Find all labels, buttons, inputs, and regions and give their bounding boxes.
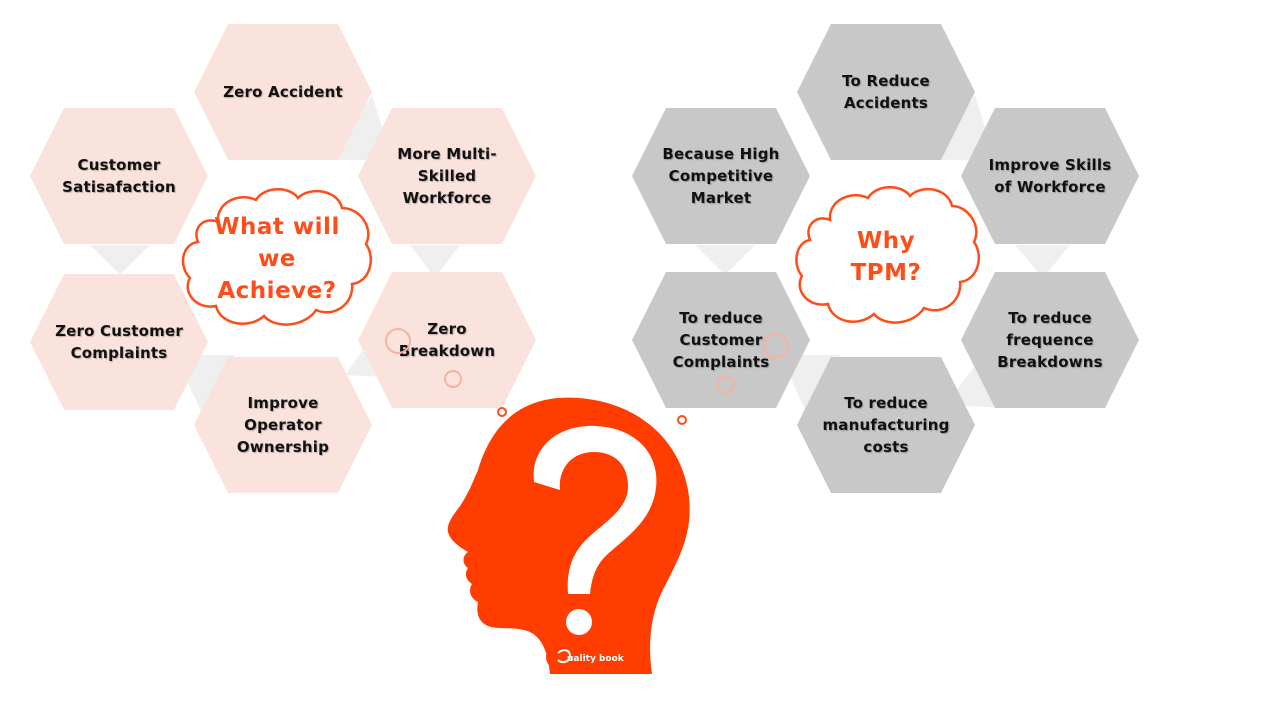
hex-label: Zero Customer Complaints [52,274,186,410]
thinking-head-icon [438,390,698,680]
hex-label: Improve Operator Ownership [216,357,350,493]
hex-operator-ownership: Improve Operator Ownership [194,357,372,493]
hex-reduce-accidents: To Reduce Accidents [797,24,975,160]
hex-reduce-costs: To reduce manufacturing costs [797,357,975,493]
cloud-line: Why [857,225,915,257]
hex-zero-accident: Zero Accident [194,24,372,160]
hex-label: Because High Competitive Market [654,108,788,244]
hex-reduce-breakdowns: To reduce frequence Breakdowns [961,272,1139,408]
hex-label: To reduce manufacturing costs [819,357,953,493]
hex-competitive-market: Because High Competitive Market [632,108,810,244]
hex-label: Improve Skills of Workforce [983,108,1117,244]
hex-label: Zero Breakdown [380,272,514,408]
thought-cloud-right: Why TPM? [792,184,980,330]
hex-label: To Reduce Accidents [819,24,953,160]
hex-label: To reduce Customer Complaints [654,272,788,408]
hex-label: Customer Satisafaction [52,108,186,244]
hex-zero-breakdown: Zero Breakdown [358,272,536,408]
cloud-line: What will [214,211,340,243]
cloud-line: TPM? [851,257,922,289]
hex-skills-workforce: Improve Skills of Workforce [961,108,1139,244]
hex-multi-skilled-workforce: More Multi-Skilled Workforce [358,108,536,244]
hex-label: To reduce frequence Breakdowns [983,272,1117,408]
logo-text: uality book [567,654,624,664]
cloud-line: we [258,243,296,275]
quality-book-logo: Q uality book [553,651,633,667]
hex-label: Zero Accident [216,24,350,160]
hex-label: More Multi-Skilled Workforce [380,108,514,244]
hex-reduce-complaints: To reduce Customer Complaints [632,272,810,408]
cloud-line: Achieve? [217,275,336,307]
thought-cloud-left: What will we Achieve? [178,184,376,334]
